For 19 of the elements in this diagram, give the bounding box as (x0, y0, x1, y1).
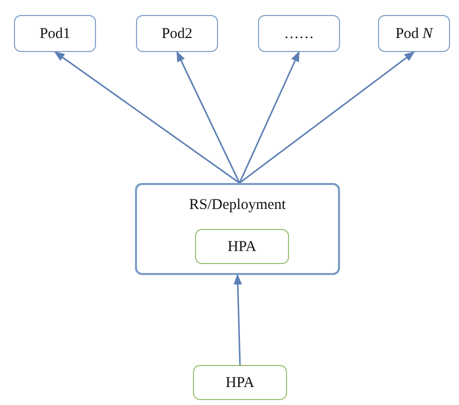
node-label: …… (283, 24, 315, 42)
node-label: Pod1 (38, 24, 72, 42)
node-label: HPA (224, 374, 256, 392)
process-box (378, 15, 450, 52)
arrow (238, 51, 300, 184)
process-box (258, 15, 340, 52)
node-label: Pod2 (160, 24, 194, 42)
arrow (234, 274, 242, 366)
process-box (136, 15, 218, 52)
arrow (176, 51, 240, 184)
arrow (54, 51, 240, 184)
node-label: Pod N (394, 24, 434, 42)
process-box (193, 365, 287, 400)
node-label: HPA (226, 238, 258, 256)
process-box (195, 229, 289, 264)
arrow (239, 51, 415, 184)
process-box (135, 183, 340, 275)
node-label: RS/Deployment (188, 197, 287, 214)
process-box (14, 15, 96, 52)
